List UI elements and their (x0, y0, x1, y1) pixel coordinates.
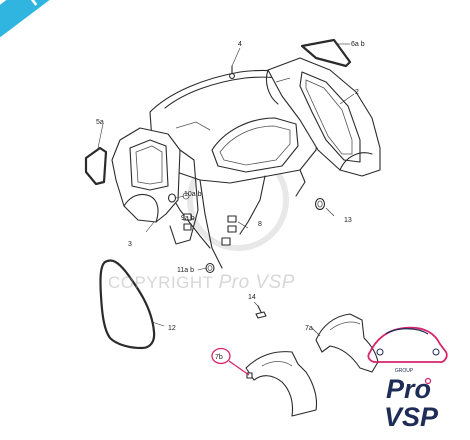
part-7b-wheel-arch-liner (245, 351, 318, 417)
part-5-quarter-glass-seal (84, 146, 108, 186)
callout-10ab: 10a b (184, 191, 202, 198)
callout-11ab: 11a b (177, 267, 194, 274)
callout-4: 4 (238, 41, 242, 48)
logo-group-text: GROUP (395, 368, 414, 374)
callout-12: 12 (168, 325, 176, 332)
callout-2: 2 (355, 89, 359, 96)
callout-8: 8 (258, 221, 262, 228)
part-2-right-side-panel (265, 57, 381, 177)
watermark-brand-text: Pro VSP (218, 272, 295, 293)
logo-pro-text: Pro (386, 374, 431, 404)
watermark-copyright-text: COPYRIGHT (108, 273, 214, 292)
callout-14: 14 (248, 294, 256, 301)
logo-accent-dot (424, 377, 432, 385)
part-10-plug (167, 193, 177, 203)
part-13-round-plug (314, 197, 326, 211)
leader-lines (97, 43, 355, 337)
part-12-door-seal (99, 259, 156, 350)
callout-7a: 7a (305, 325, 313, 332)
callout-6ab: 6a b (351, 41, 365, 48)
highlight-leader-7b (228, 360, 250, 376)
callout-labels: 4 6a b 2 5a 10a b 9a b 8 3 11a b 13 12 1… (96, 41, 365, 361)
logo-car-light-left (376, 348, 384, 356)
part-4-clip (229, 65, 235, 79)
logo-car-outline (367, 326, 448, 363)
part-6-window-seal (300, 38, 352, 68)
provsp-logo: GROUP Pro VSP (367, 326, 448, 432)
callout-3: 3 (128, 241, 132, 248)
logo-vsp-text: VSP (384, 402, 439, 432)
highlight-circle-7b (211, 347, 231, 365)
callout-13: 13 (344, 217, 352, 224)
part-14-screw (255, 305, 267, 319)
logo-car-light-right (432, 348, 440, 356)
logo-car-roof (385, 328, 429, 335)
part-3-left-side-panel (111, 127, 199, 245)
callout-9ab: 9a b (181, 215, 195, 222)
part-7a-wheel-arch-liner (315, 313, 379, 373)
callout-5a: 5a (96, 119, 104, 126)
callout-7b: 7b (215, 354, 223, 361)
